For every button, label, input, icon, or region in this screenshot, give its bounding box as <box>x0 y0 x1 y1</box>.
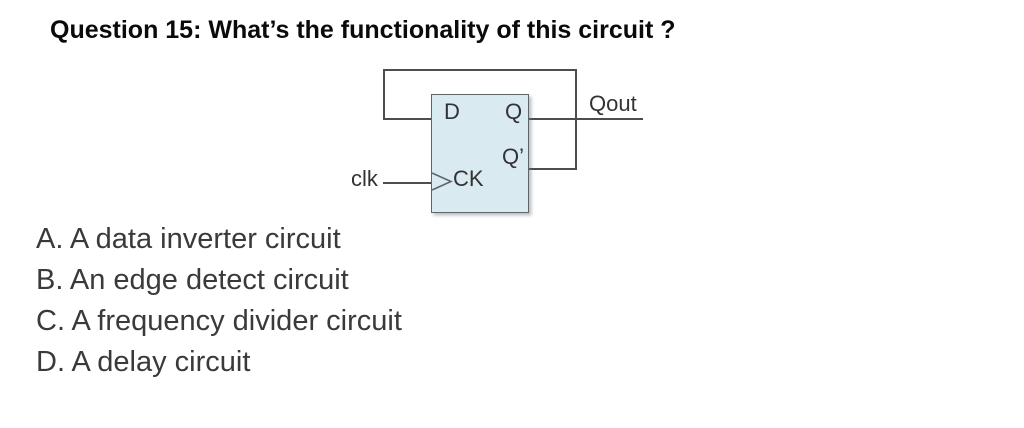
option-d: D. A delay circuit <box>36 346 251 378</box>
clk-input-wire <box>383 182 432 184</box>
qbar-feedback-wire <box>528 168 577 170</box>
clock-edge-triangle-icon <box>432 172 453 191</box>
ck-pin-label: CK <box>453 166 484 191</box>
clk-signal-label: clk <box>351 166 378 191</box>
answer-options: A. A data inverter circuit B. An edge de… <box>36 219 402 383</box>
qbar-output-label: Q’ <box>502 144 524 169</box>
feedback-left-wire <box>383 69 385 119</box>
circuit-diagram: D Q Q’ CK clk Qout <box>351 69 643 213</box>
d-input-wire <box>383 118 432 120</box>
qout-signal-label: Qout <box>589 91 637 116</box>
option-b: B. An edge detect circuit <box>36 264 349 296</box>
q-output-wire <box>528 118 643 120</box>
d-flipflop-box <box>431 94 529 213</box>
d-input-label: D <box>444 99 460 124</box>
feedback-top-wire <box>383 69 577 71</box>
q-output-label: Q <box>505 99 523 124</box>
option-c: C. A frequency divider circuit <box>36 305 402 337</box>
question-title: Question 15: What’s the functionality of… <box>50 16 676 44</box>
option-a: A. A data inverter circuit <box>36 223 341 255</box>
